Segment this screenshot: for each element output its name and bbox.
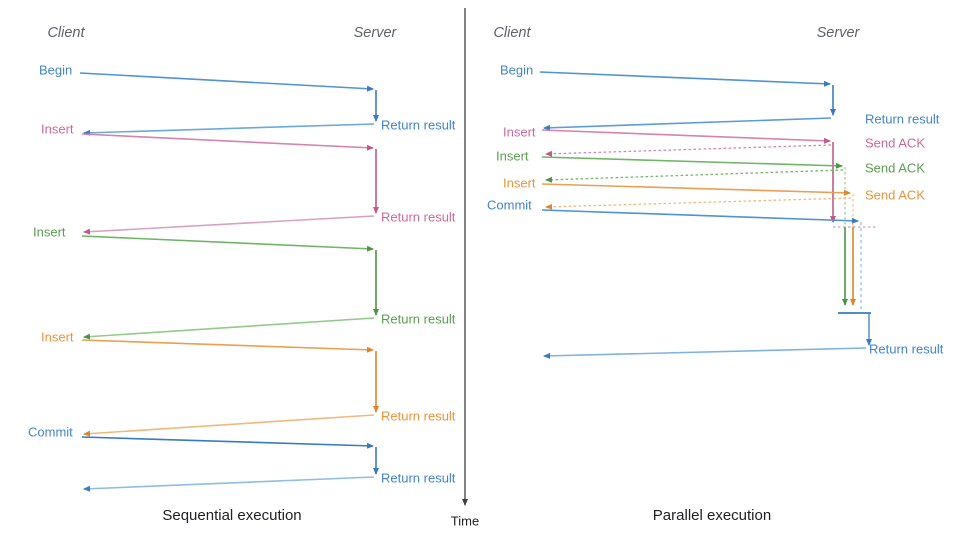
message-label-insert-2-parallel: Insert: [496, 148, 529, 163]
message-label-return-result-parallel-final: Return result: [869, 341, 944, 356]
message-label-return-result-5: Return result: [381, 470, 456, 485]
panel-caption-parallel: Parallel execution: [653, 507, 771, 524]
arrow-commit-reply: [83, 476, 375, 492]
arrow-insert1-request: [81, 133, 374, 151]
message-insert-2-parallel: Insert Send ACK: [496, 148, 925, 306]
message-begin: Begin Return result: [39, 62, 456, 136]
message-commit-parallel: Commit Return result: [487, 197, 944, 359]
message-label-begin: Begin: [39, 62, 72, 77]
arrow-insert2-ack-parallel: [545, 169, 844, 183]
arrow-insert1-reply: [83, 215, 375, 235]
message-begin-parallel: Begin Return result: [500, 62, 940, 131]
message-label-return-result-parallel-1: Return result: [865, 111, 940, 126]
arrow-commit-request: [81, 436, 374, 449]
arrow-commit-request-parallel: [541, 209, 859, 224]
time-axis-label: Time: [451, 513, 479, 528]
arrow-commit-reply-parallel: [543, 347, 867, 359]
message-insert-3-parallel: Insert Send ACK: [503, 175, 925, 306]
actor-label-server: Server: [354, 25, 398, 41]
actor-label-client-parallel: Client: [493, 25, 531, 41]
message-insert-1: Insert Return result: [41, 121, 456, 235]
arrow-insert3-request: [81, 339, 374, 353]
panel-parallel: Client Server Begin Return result Insert…: [487, 25, 944, 524]
arrow-begin-request: [79, 72, 374, 92]
panel-caption-sequential: Sequential execution: [162, 507, 301, 524]
arrow-insert3-ack-parallel: [545, 197, 852, 210]
arrow-begin-reply: [83, 123, 375, 136]
arrow-begin-reply-parallel: [543, 117, 832, 131]
message-label-send-ack-2: Send ACK: [865, 160, 925, 175]
message-label-begin-parallel: Begin: [500, 62, 533, 77]
message-insert-3: Insert Return result: [41, 329, 456, 437]
actor-label-server-parallel: Server: [817, 25, 861, 41]
message-label-send-ack-3: Send ACK: [865, 187, 925, 202]
message-label-return-result-4: Return result: [381, 408, 456, 423]
message-label-insert-3: Insert: [41, 329, 74, 344]
arrow-insert1-request-parallel: [541, 129, 831, 144]
message-label-send-ack-1: Send ACK: [865, 135, 925, 150]
message-commit: Commit Return result: [28, 424, 456, 492]
arrow-insert2-request: [81, 235, 374, 252]
arrow-begin-request-parallel: [539, 71, 831, 87]
message-label-insert-1: Insert: [41, 121, 74, 136]
arrow-insert3-request-parallel: [541, 183, 851, 196]
message-label-insert-3-parallel: Insert: [503, 175, 536, 190]
message-insert-2: Insert Return result: [33, 224, 456, 340]
arrow-insert3-reply: [83, 414, 375, 437]
message-label-return-result-3: Return result: [381, 311, 456, 326]
message-insert-1-parallel: Insert Send ACK: [503, 124, 925, 228]
message-label-commit-parallel: Commit: [487, 197, 532, 212]
panel-sequential: Client Server Begin Return result Insert…: [28, 25, 456, 524]
message-label-commit: Commit: [28, 424, 73, 439]
message-label-return-result-2: Return result: [381, 209, 456, 224]
message-label-return-result-1: Return result: [381, 117, 456, 132]
message-label-insert-1-parallel: Insert: [503, 124, 536, 139]
message-label-insert-2: Insert: [33, 224, 66, 239]
arrow-insert2-reply: [83, 317, 375, 340]
arrow-insert2-request-parallel: [541, 156, 843, 169]
actor-label-client: Client: [47, 25, 85, 41]
arrow-insert1-ack-parallel: [545, 144, 832, 157]
time-axis: Time: [451, 8, 479, 528]
